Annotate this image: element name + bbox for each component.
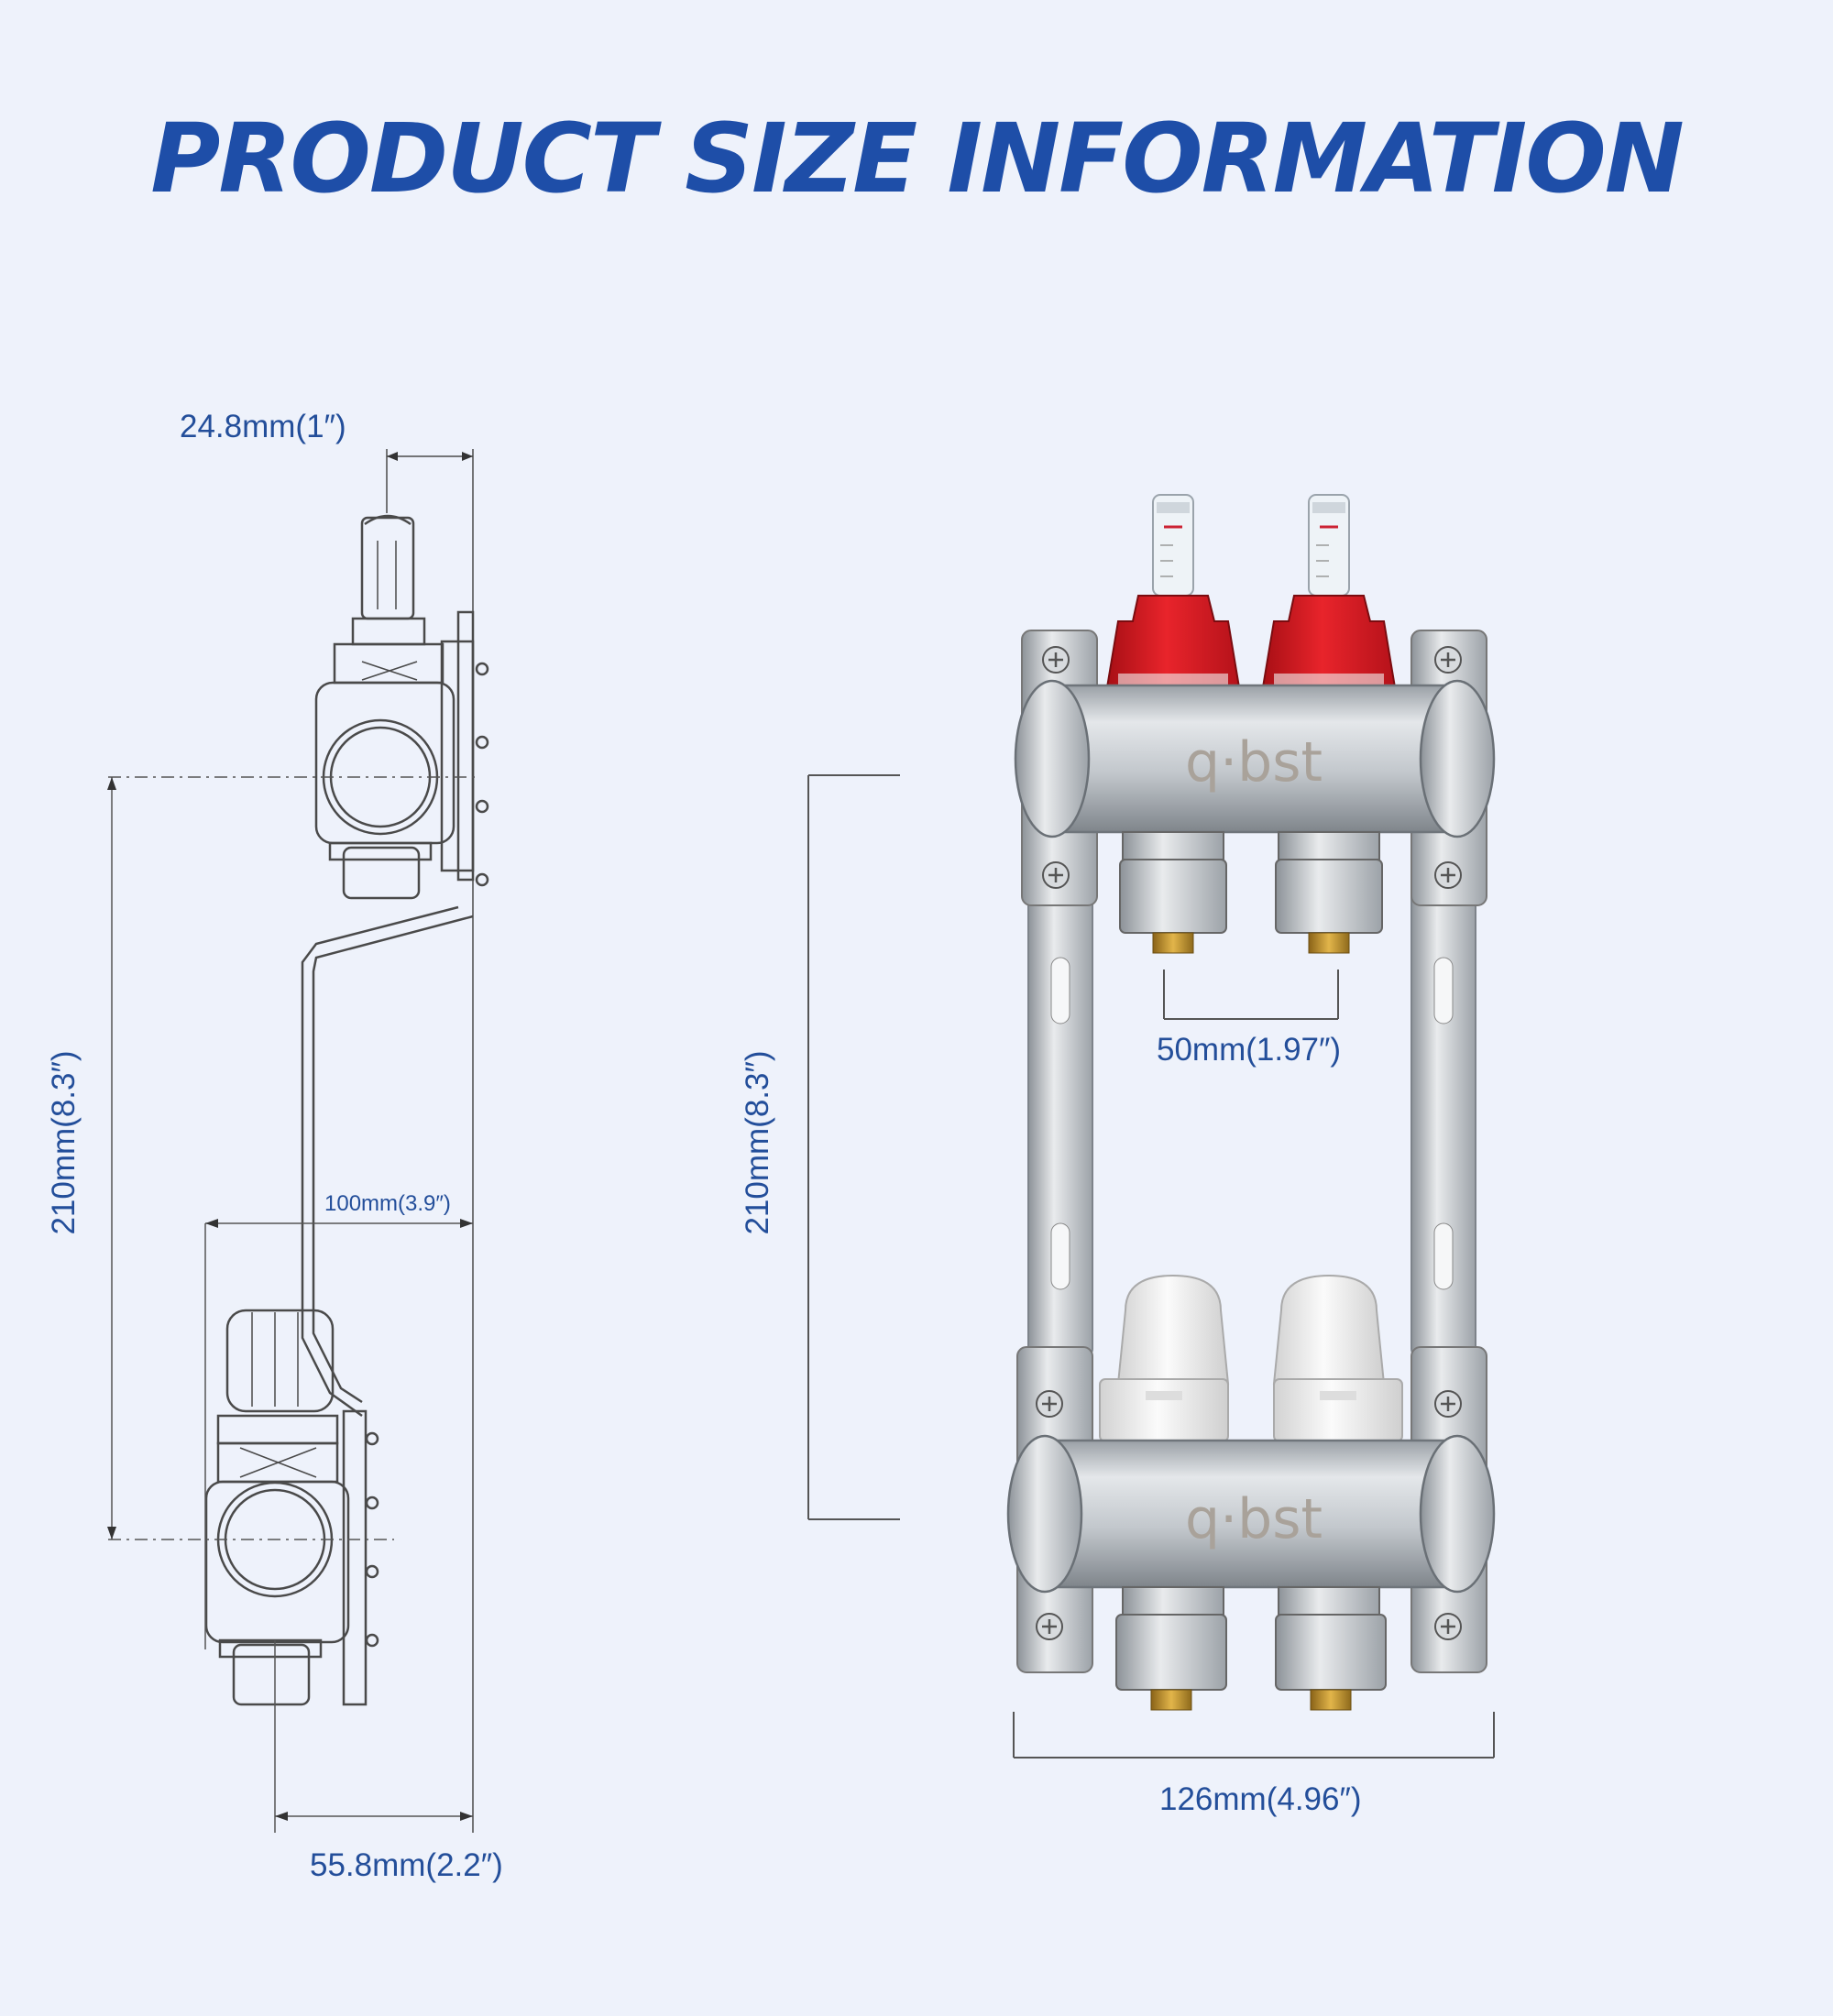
dim-outlet-spacing: 50mm(1.97″): [1157, 1032, 1342, 1068]
dim-bracket-offset: 100mm(3.9″): [324, 1191, 451, 1216]
dim-center-height-right: 210mm(8.3″): [740, 1050, 775, 1235]
manifold-logo-lower: q·bst: [1185, 1487, 1323, 1551]
dim-depth: 55.8mm(2.2″): [310, 1847, 503, 1883]
manifold-logo-upper: q·bst: [1185, 730, 1323, 794]
dim-width: 126mm(4.96″): [1159, 1781, 1362, 1817]
page-title: PRODUCT SIZE INFORMATION: [150, 103, 1685, 214]
dim-center-height-left: 210mm(8.3″): [46, 1050, 82, 1235]
dim-top-offset: 24.8mm(1″): [180, 409, 346, 444]
